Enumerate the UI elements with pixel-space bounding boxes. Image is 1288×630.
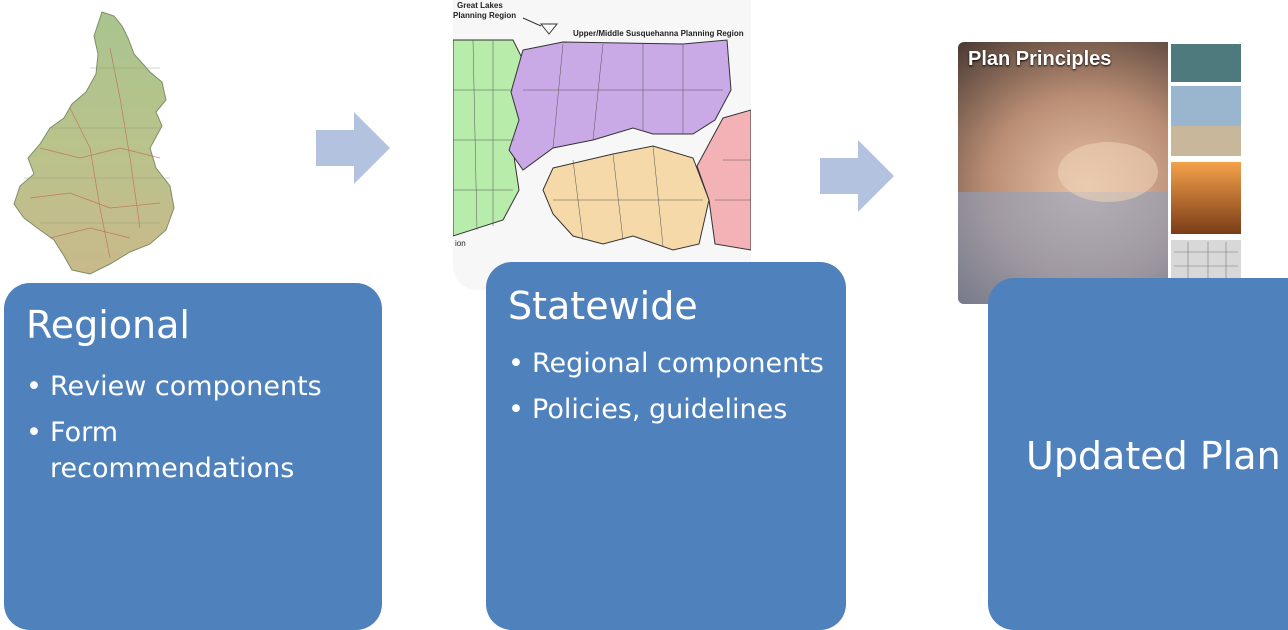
map-label-planning-region: Planning Region: [453, 11, 516, 20]
bullet-review-components: Review components: [26, 369, 362, 405]
statewide-stage-bullets: Regional components Policies, guidelines: [508, 346, 826, 428]
statewide-stage-title: Statewide: [508, 284, 698, 328]
regional-stage-box: Regional Review components Form recommen…: [4, 283, 382, 630]
regional-stage-title: Regional: [26, 303, 190, 347]
bullet-form-recommendations: Form recommendations: [26, 415, 362, 487]
map-label-partial: ion: [455, 239, 466, 248]
regional-stage-bullets: Review components Form recommendations: [26, 369, 362, 487]
bullet-policies-guidelines: Policies, guidelines: [508, 392, 826, 428]
bullet-regional-components: Regional components: [508, 346, 826, 382]
plan-principles-cover-image: Plan Principles: [958, 42, 1244, 304]
right-arrow-icon: [316, 112, 390, 188]
right-arrow-icon: [820, 140, 894, 216]
plan-cover-title: Plan Principles: [968, 48, 1112, 70]
updated-plan-stage-title: Updated Plan: [1026, 434, 1281, 478]
statewide-stage-box: Statewide Regional components Policies, …: [486, 262, 846, 630]
updated-plan-stage-box: Updated Plan: [988, 278, 1288, 630]
statewide-map-image: Great Lakes Planning Region Upper/Middle…: [453, 0, 751, 290]
regional-map-image: [10, 8, 175, 276]
map-label-upper-middle: Upper/Middle Susquehanna Planning Region: [573, 29, 744, 38]
map-label-great-lakes: Great Lakes: [457, 1, 503, 10]
